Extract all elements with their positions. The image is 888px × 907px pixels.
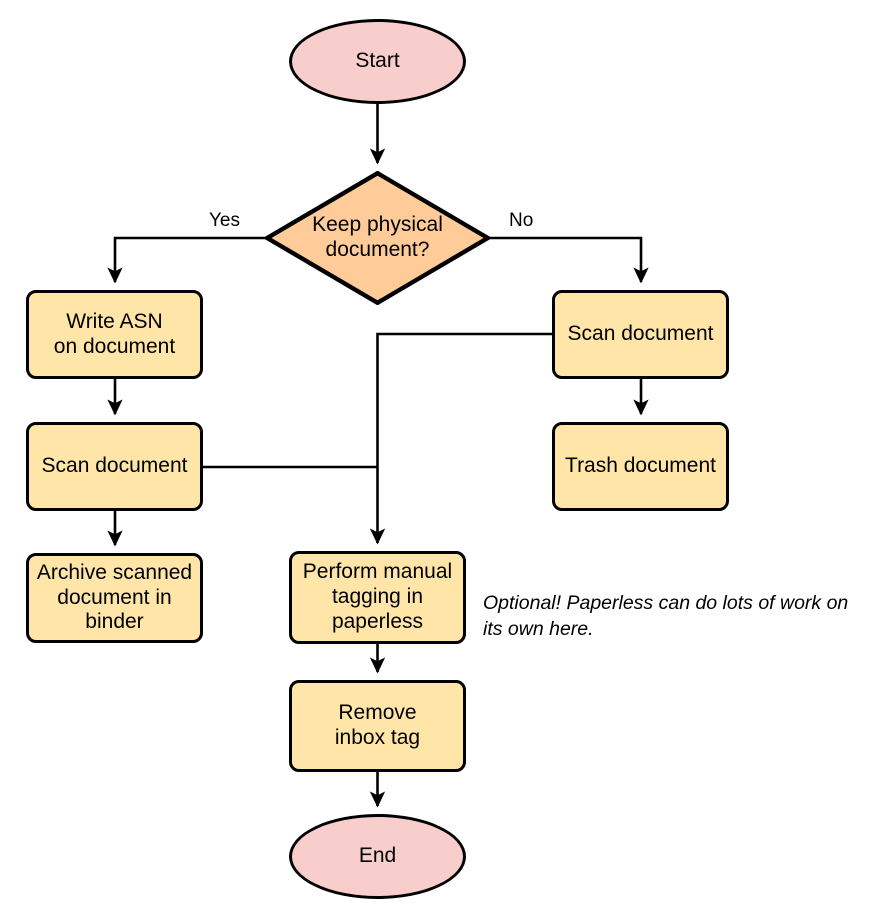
- node-remove-inbox-tag-label-line1: Remove: [338, 701, 417, 725]
- node-archive-label-line1: Archive scanned: [36, 560, 193, 584]
- node-start-label: Start: [355, 49, 400, 73]
- edge-scan-right-to-manual-tagging: [369, 332, 552, 545]
- node-write-asn-label: Write ASN on document: [54, 310, 175, 360]
- node-scan-document-left-label: Scan document: [41, 454, 188, 478]
- node-scan-document-right-label: Scan document: [567, 322, 714, 346]
- edge-decision-yes-to-write-asn: [107, 236, 265, 284]
- node-archive-label-line3: binder: [85, 610, 144, 634]
- node-archive-label-line2: document in: [57, 585, 172, 609]
- diamond-shape: [265, 171, 490, 305]
- node-perform-manual-tagging-in-paperless[interactable]: Perform manual tagging in paperless: [289, 551, 466, 644]
- node-end[interactable]: End: [289, 814, 466, 899]
- node-archive-label: Archive scanned document in binder: [37, 561, 192, 635]
- node-scan-document-left[interactable]: Scan document: [26, 422, 203, 511]
- annotation-line2: its own here.: [483, 617, 594, 640]
- annotation-optional-note: Optional! Paperless can do lots of work …: [483, 591, 883, 642]
- node-write-asn-label-line1: Write ASN: [66, 309, 163, 333]
- node-trash-document[interactable]: Trash document: [552, 422, 729, 511]
- node-manual-tagging-label-line2: tagging in: [331, 585, 424, 609]
- edge-decision-no-to-scan-right: [490, 236, 649, 284]
- node-manual-tagging-label: Perform manual tagging in paperless: [303, 560, 452, 634]
- edge-label-yes: Yes: [209, 210, 240, 232]
- node-decision-label: Keep physical document?: [294, 213, 461, 263]
- node-archive-scanned-document-in-binder[interactable]: Archive scanned document in binder: [26, 553, 203, 643]
- edge-label-yes-text: Yes: [209, 210, 240, 231]
- node-remove-inbox-tag-label-line2: inbox tag: [334, 726, 421, 749]
- edge-label-no-text: No: [509, 210, 534, 231]
- node-decision-keep-physical-document[interactable]: Keep physical document?: [265, 171, 490, 305]
- node-write-asn-label-line2: on document: [53, 334, 176, 358]
- node-scan-document-right[interactable]: Scan document: [552, 290, 729, 379]
- node-remove-inbox-tag[interactable]: Remove inbox tag: [289, 680, 466, 772]
- node-manual-tagging-label-line1: Perform manual: [302, 560, 453, 584]
- node-remove-inbox-tag-label: Remove inbox tag: [335, 701, 420, 751]
- node-decision-label-line1: Keep physical: [312, 213, 443, 237]
- edge-label-no: No: [509, 210, 533, 232]
- node-end-label: End: [358, 844, 397, 868]
- node-decision-label-line2: document?: [325, 238, 430, 261]
- node-write-asn-on-document[interactable]: Write ASN on document: [26, 290, 203, 379]
- annotation-line1: Optional! Paperless can do lots of work …: [483, 592, 849, 614]
- node-trash-document-label: Trash document: [565, 454, 716, 478]
- node-start[interactable]: Start: [289, 19, 466, 104]
- node-manual-tagging-label-line3: paperless: [331, 609, 424, 633]
